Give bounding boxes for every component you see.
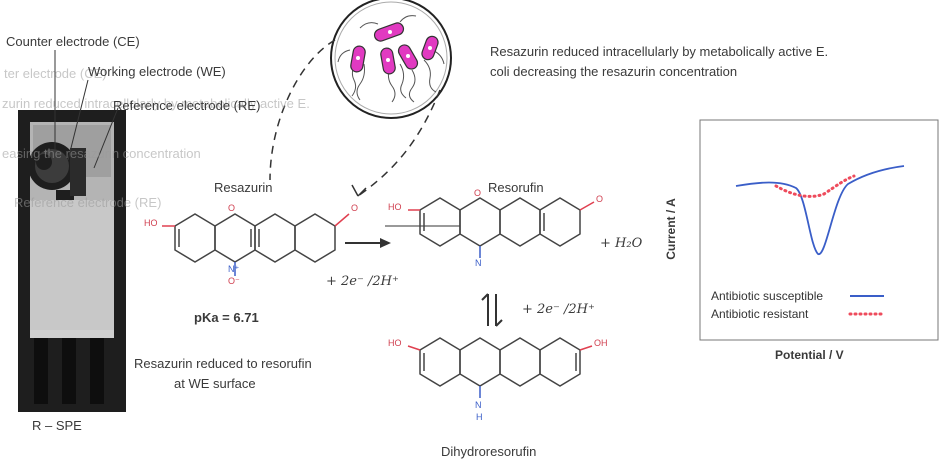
reaction1-label: + 2e⁻ /2H⁺: [326, 274, 399, 289]
atom-o-resazurin: O: [228, 203, 236, 213]
resazurin-structure: [162, 213, 350, 276]
bubble-callout-left: [269, 39, 336, 181]
atom-n-dihydro: N: [475, 400, 482, 410]
bacteria-caption-line1: Resazurin reduced intracellularly by met…: [490, 44, 829, 59]
surface-caption-line2: at WE surface: [174, 376, 256, 391]
atom-o2-resorufin: O: [596, 194, 604, 204]
bacteria-caption-line2: coli decreasing the resazurin concentrat…: [490, 64, 738, 79]
screen-printed-electrode: [18, 50, 126, 412]
dihydroresorufin-label: Dihydroresorufin: [441, 444, 537, 459]
dihydroresorufin-structure: [407, 337, 593, 398]
ghost-text-4: Reference electrode (RE): [14, 195, 162, 210]
voltammogram-plot: [699, 119, 939, 341]
plot-ylabel: Current / A: [663, 198, 678, 260]
atom-o2-resazurin: O: [351, 203, 359, 213]
ghost-text-2: zurin reduced intracellularly by metabol…: [2, 96, 310, 111]
ghost-text-3: easing the resazurin concentration: [2, 146, 201, 161]
atom-o-resorufin: O: [474, 188, 482, 198]
legend-label-resistant: Antibiotic resistant: [711, 307, 809, 321]
electrode-name: R – SPE: [32, 418, 82, 433]
atom-oh-dihydro: OH: [594, 338, 608, 348]
pka-label: pKa = 6.71: [194, 310, 259, 325]
atom-ho-resazurin: HO: [144, 218, 158, 228]
reaction-arrow-1: [345, 225, 460, 248]
atom-n-resazurin: N⁺: [228, 264, 240, 274]
atom-ho-resorufin: HO: [388, 202, 402, 212]
resazurin-label: Resazurin: [214, 180, 273, 195]
working-electrode-label: Working electrode (WE): [88, 64, 226, 79]
bacteria-bubble: [269, 0, 452, 197]
ghost-text-1: ter electrode (CE): [4, 66, 107, 81]
we-leader-line: [67, 79, 89, 161]
reference-electrode-label: Reference electrode (RE): [113, 98, 261, 113]
equilibrium-arrows: [481, 293, 503, 327]
atom-h-dihydro: H: [476, 412, 483, 422]
resorufin-structure: [408, 197, 595, 258]
plot-frame: [699, 119, 939, 341]
series-line-susceptible: [735, 165, 905, 255]
contact-pin-1: [34, 338, 48, 404]
re-leader-line: [93, 107, 119, 169]
atom-ho-dihydro: HO: [388, 338, 402, 348]
atom-ominus-resazurin: O⁻: [228, 276, 240, 286]
resorufin-label: Resorufin: [488, 180, 544, 195]
surface-caption-line1: Resazurin reduced to resorufin: [134, 356, 312, 371]
bubble-callout-right: [357, 89, 441, 197]
plot-xlabel: Potential / V: [775, 348, 844, 362]
counter-electrode-label: Counter electrode (CE): [6, 34, 140, 49]
reaction2-label: + 2e⁻ /2H⁺: [522, 302, 595, 317]
atom-n-resorufin: N: [475, 258, 482, 268]
contact-pin-2: [62, 338, 76, 404]
contact-pin-3: [90, 338, 104, 404]
legend-label-susceptible: Antibiotic susceptible: [711, 289, 824, 303]
water-label: + H₂O: [600, 236, 643, 251]
series-line-resistant: [774, 174, 856, 198]
